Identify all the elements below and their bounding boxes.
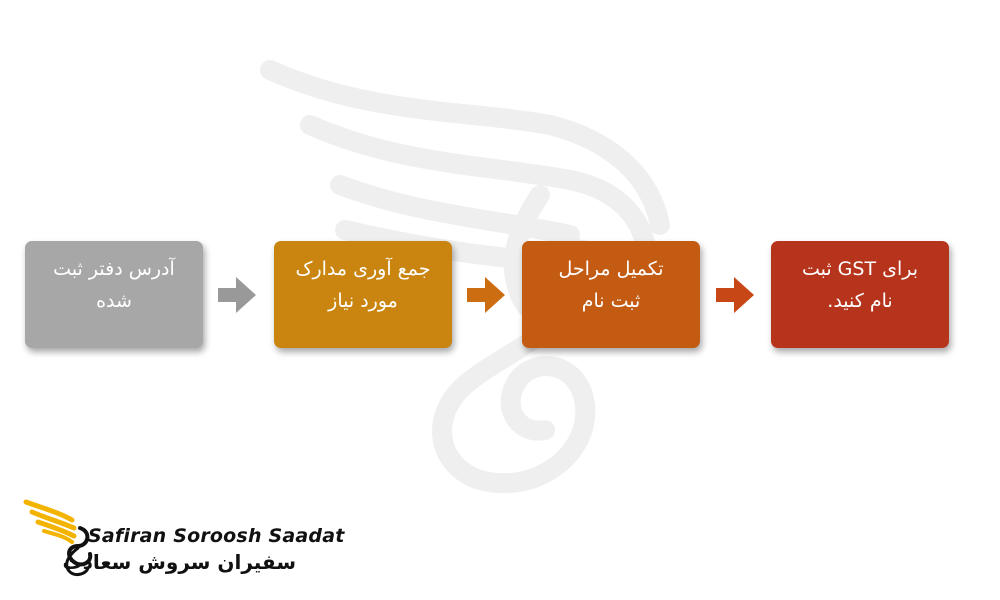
step-3-line-1: تکمیل مراحل bbox=[558, 258, 664, 280]
step-1-line-1: آدرس دفتر ثبت bbox=[53, 258, 175, 280]
step-4-box: برای GST ثبت نام کنید. bbox=[771, 241, 949, 348]
logo-english-name: Safiran Soroosh Saadat bbox=[88, 525, 345, 547]
step-2-box: جمع آوری مدارک مورد نیاز bbox=[274, 241, 452, 348]
right-arrow-icon bbox=[467, 277, 505, 313]
right-arrow-icon bbox=[218, 277, 256, 313]
step-3-box: تکمیل مراحل ثبت نام bbox=[522, 241, 700, 348]
step-3-line-2: ثبت نام bbox=[581, 290, 641, 312]
wing-swan-logo-icon bbox=[23, 499, 93, 577]
step-4-line-1: برای GST ثبت bbox=[801, 258, 919, 280]
logo-persian-name: سفیران سروش سعادت bbox=[62, 550, 297, 574]
step-1-box: آدرس دفتر ثبت شده bbox=[25, 241, 203, 348]
step-1-line-2: شده bbox=[96, 290, 132, 312]
company-logo: Safiran Soroosh Saadat سفیران سروش سعادت bbox=[22, 498, 344, 578]
right-arrow-icon bbox=[716, 277, 754, 313]
step-2-line-2: مورد نیاز bbox=[328, 290, 398, 312]
step-4-line-2: نام کنید. bbox=[827, 290, 893, 312]
step-2-line-1: جمع آوری مدارک bbox=[295, 258, 431, 280]
